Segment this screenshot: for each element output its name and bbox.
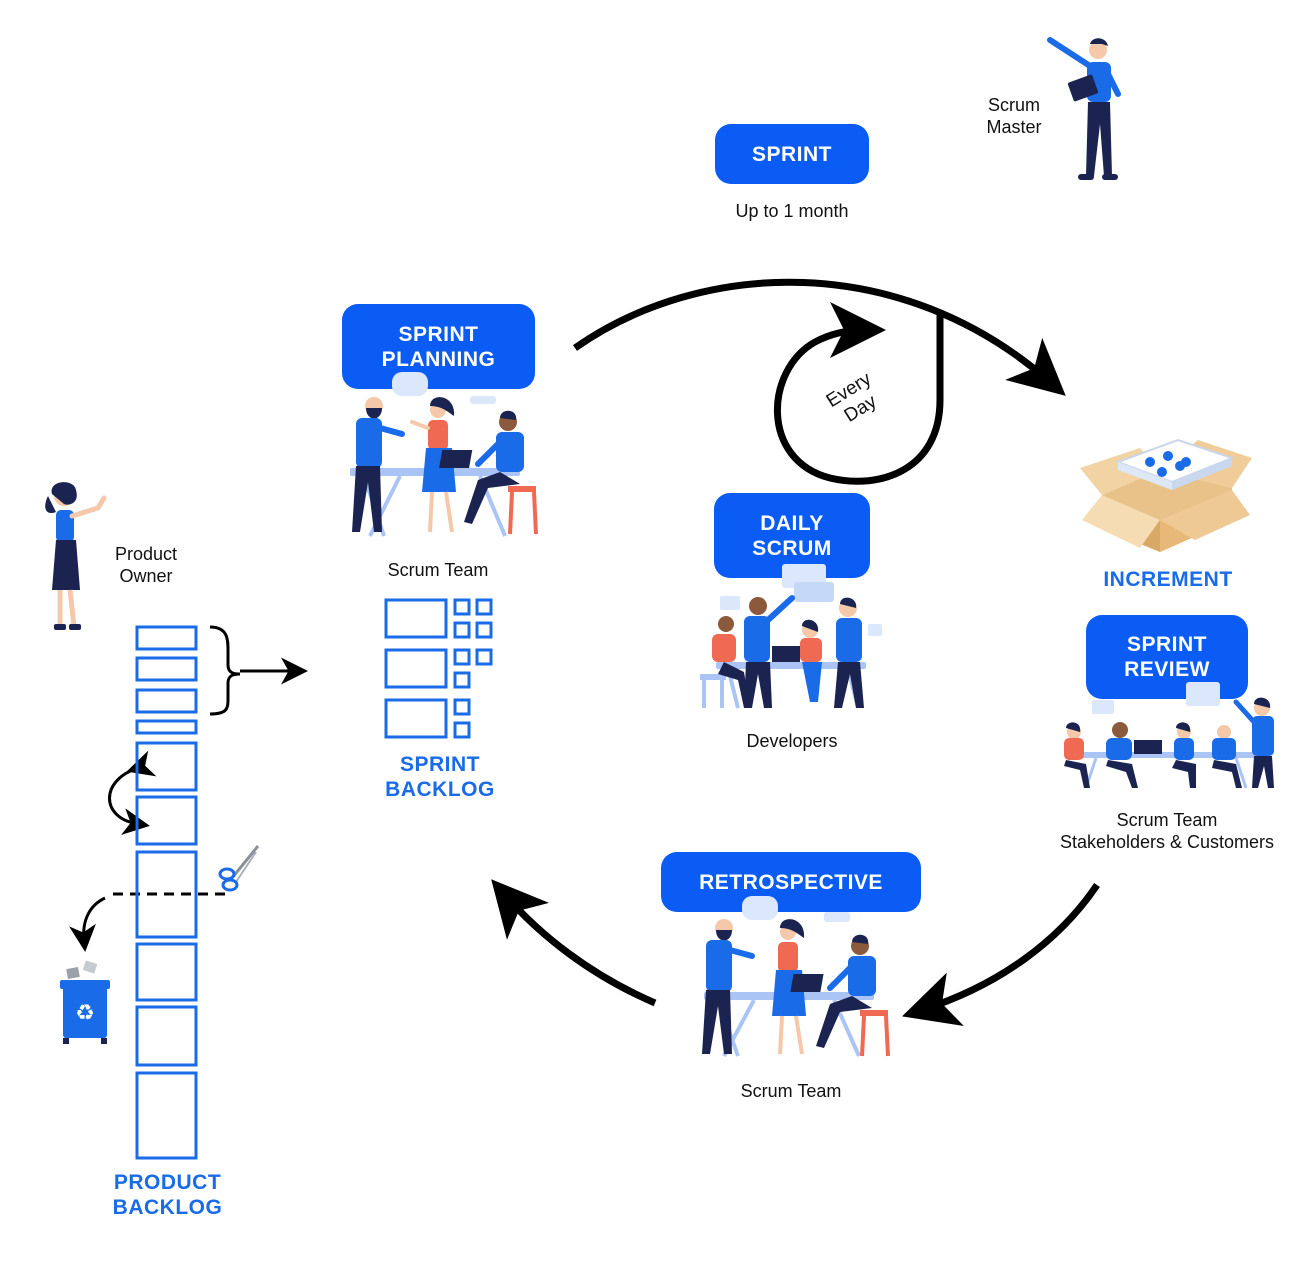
sprint-backlog-label: SPRINT BACKLOG [385,753,495,801]
backlog-item [135,795,198,846]
sprint-review-team-illustration [1064,682,1274,789]
scissors-icon [218,845,260,892]
sprint-planning-label: SPRINT PLANNING [381,322,496,371]
sprint-review-participants: Scrum Team Stakeholders & Customers [1059,810,1275,852]
daily-loop-arrow [773,302,944,485]
retrospective-pill: RETROSPECTIVE [661,852,921,912]
daily-scrum-participants: Developers [746,731,838,751]
backlog-item [135,1005,198,1067]
backlog-item [135,741,198,792]
increment-label: INCREMENT [1103,568,1233,591]
task-card [475,621,493,639]
backlog-brace [209,625,241,716]
retrospective-team-illustration [702,896,890,1057]
arrow-planning-to-increment [572,278,1066,396]
sprint-backlog-item [384,698,448,739]
sprint-backlog-item [384,648,448,689]
sprint-backlog-item [384,598,448,639]
sprint-planning-participants: Scrum Team [387,560,489,580]
backlog-item [135,1071,198,1160]
recycle-bin-icon: ♻ [60,960,110,1044]
sprint-planning-team-illustration [350,372,538,537]
product-backlog-label: PRODUCT BACKLOG [112,1171,223,1219]
backlog-item [135,688,198,714]
sprint-review-pill: SPRINT REVIEW [1086,615,1248,699]
task-card [453,698,471,716]
scrum-master-figure [1047,37,1121,180]
task-card [453,721,471,739]
daily-scrum-label: DAILY SCRUM [752,511,832,560]
reorder-arrow [108,750,157,835]
daily-scrum-team-illustration [700,564,882,709]
backlog-item [135,719,198,735]
product-owner-figure [45,482,107,630]
task-card [475,648,493,666]
task-card [453,598,471,616]
arrow-review-to-retro [902,883,1100,1026]
task-card [453,671,471,689]
retrospective-label: RETROSPECTIVE [699,870,883,894]
increment-box-icon [1080,438,1252,552]
product-backlog-items [135,625,198,1160]
daily-scrum-pill: DAILY SCRUM [714,493,870,578]
sprint-pill-label: SPRINT [751,142,832,166]
sprint-backlog-items [384,598,493,739]
svg-text:♻: ♻ [75,1001,95,1026]
sprint-pill: SPRINT [715,124,869,184]
arrow-retro-to-planning [491,879,657,1007]
backlog-item [135,942,198,1002]
retrospective-participants: Scrum Team [740,1081,842,1101]
backlog-item [135,850,198,939]
task-card [453,648,471,666]
discard-arrow [69,896,106,952]
sprint-review-label: SPRINT REVIEW [1124,633,1210,681]
scrum-master-label: Scrum Master [986,95,1042,137]
task-card [453,621,471,639]
backlog-item [135,656,198,682]
sprint-duration: Up to 1 month [735,201,849,221]
backlog-item [135,625,198,651]
product-owner-label: Product Owner [114,544,178,586]
task-card [475,598,493,616]
sprint-planning-pill: SPRINT PLANNING [342,304,535,389]
